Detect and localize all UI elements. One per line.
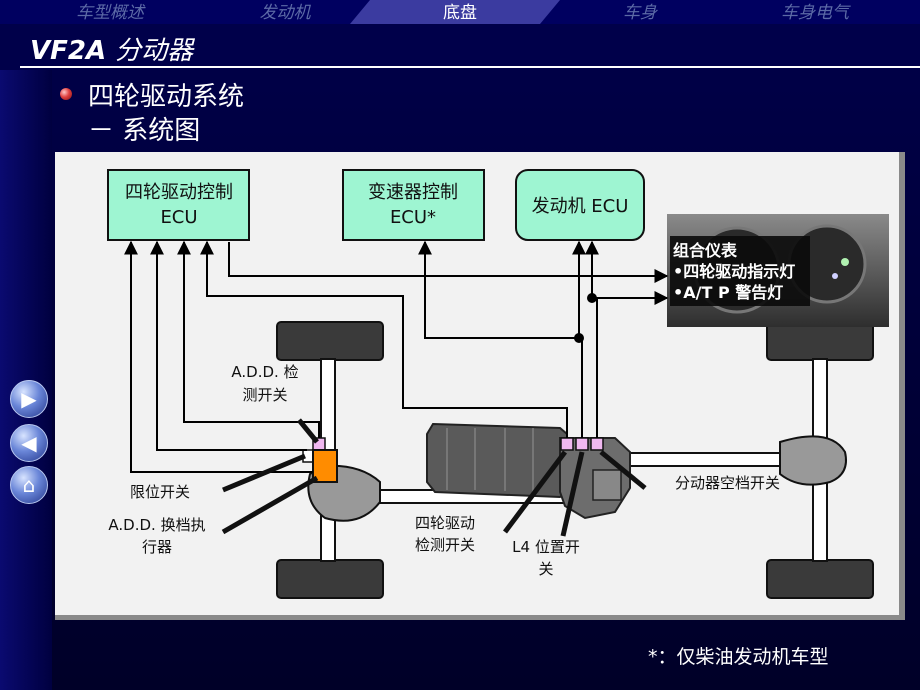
wire-limit-switch [150,240,307,451]
engine-ecu-label: 发动机 ECU [532,196,629,217]
diagram-texts: 四轮驱动控制 ECU 变速器控制 ECU* 发动机 ECU 组合仪表 •四轮驱动… [108,182,795,578]
prev-button[interactable]: ◀ [10,424,48,462]
wiring [124,240,669,473]
wire-neutral-switch [596,291,669,438]
page-title: VF2A 分动器 [30,30,193,67]
tab-model-overview[interactable]: 车型概述 [76,3,144,23]
leader-lines [221,418,647,537]
add-actuator [312,449,338,483]
home-button[interactable]: ⌂ [10,466,48,504]
system-diagram-panel: 四轮驱动控制 ECU 变速器控制 ECU* 发动机 ECU 组合仪表 •四轮驱动… [55,152,905,620]
fwd-detect-switch [560,437,574,451]
l4-switch-label-line2: 关 [538,560,553,578]
title-model: VF2A [30,36,107,66]
meter-title: 组合仪表 [673,241,738,260]
next-button[interactable]: ▶ [10,380,48,418]
neutral-position-switch [590,437,604,451]
trans-ecu-label-line2: ECU* [390,207,436,228]
front-right-wheel [276,559,384,599]
arrow-left-icon: ◀ [21,431,37,455]
tab-chassis[interactable]: 底盘 [443,3,477,23]
chassis [276,321,874,599]
fwd-ecu-label-line1: 四轮驱动控制 [125,182,233,203]
add-actuator-label-line1: A.D.D. 换档执 [108,516,205,534]
fwd-control-ecu [107,169,250,241]
arrow-right-icon: ▶ [21,387,37,411]
bullet-subheading: － 系统图 [88,116,201,146]
limit-switch-label: 限位开关 [130,483,190,501]
wire-add-detect [177,240,320,438]
tab-body-electrical[interactable]: 车身电气 [781,3,849,23]
transmission-control-ecu [342,169,485,241]
neutral-switch-label: 分动器空档开关 [675,474,780,492]
bullet-icon [60,88,72,100]
title-subject: 分动器 [115,36,194,66]
rear-left-wheel [766,321,874,361]
wire-add-actuator [124,240,313,473]
transfer-case [559,437,631,520]
wire-l4-switch [418,240,583,438]
engine-ecu [515,169,645,241]
front-left-wheel [276,321,384,361]
wire-ecu-meter [228,242,669,283]
home-icon: ⌂ [22,473,36,497]
tab-body[interactable]: 车身 [623,3,657,23]
fwd-ecu-label-line2: ECU [160,207,197,228]
rear-differential [779,435,847,486]
transmission [426,422,568,499]
wire-fwd-detect [200,240,568,438]
system-diagram: 四轮驱动控制 ECU 变速器控制 ECU* 发动机 ECU 组合仪表 •四轮驱动… [107,169,889,599]
trans-ecu-label-line1: 变速器控制 [368,182,458,203]
l4-switch-label-line1: L4 位置开 [512,538,580,556]
add-switch-label-line1: A.D.D. 检 [231,363,298,381]
meter-item-fwd: •四轮驱动指示灯 [673,262,795,281]
add-actuator-label-line2: 行器 [142,538,172,556]
add-assembly [302,437,338,483]
fwd-detect-label-line2: 检测开关 [415,536,475,554]
transfer-switches [560,437,604,451]
footnote: *：仅柴油发动机车型 [648,646,829,668]
l4-position-switch [575,437,589,451]
tab-engine[interactable]: 发动机 [259,3,311,23]
add-switch-label-line2: 测开关 [242,386,287,404]
meter-item-at-p: •A/T P 警告灯 [673,283,783,302]
fwd-detect-label-line1: 四轮驱动 [415,514,475,532]
bullet-heading: 四轮驱动系统 [88,82,245,112]
rear-right-wheel [766,559,874,599]
combination-meter [667,214,889,327]
